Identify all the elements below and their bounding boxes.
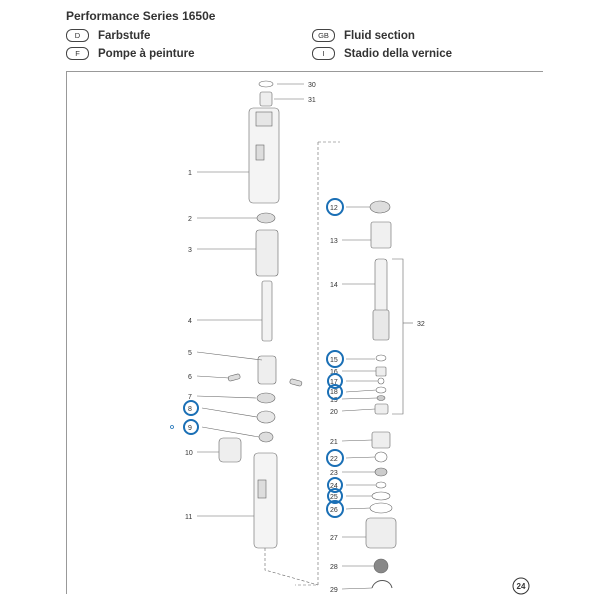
part-3-sleeve (255, 229, 279, 277)
part-label-14: 14 (330, 282, 338, 289)
part-label-19: 19 (330, 397, 338, 404)
part-9-washer (258, 431, 274, 443)
part-label-28: 28 (330, 564, 338, 571)
part-31-sleeve (259, 91, 273, 107)
part-10-elbow (218, 437, 242, 463)
language-badge-de: D (66, 29, 89, 42)
highlight-circle-8 (183, 400, 199, 416)
highlight-circle-17 (327, 373, 343, 389)
language-entry-fr: F Pompe à peinture (66, 47, 195, 60)
part-label-7: 7 (188, 394, 192, 401)
part-20-nut (374, 403, 389, 415)
part-label-2: 2 (188, 216, 192, 223)
part-label-11: 11 (185, 514, 192, 521)
part-16-cage (375, 366, 387, 377)
part-23-seat (374, 467, 388, 477)
part-30-ring (258, 80, 274, 88)
part-27-valve-housing (365, 517, 397, 549)
page-number: 24 (517, 582, 526, 591)
language-badge-gb: GB (312, 29, 335, 42)
language-name-fr: Pompe à peinture (98, 47, 195, 60)
part-11-cylinder (253, 452, 278, 549)
page-number-badge (512, 577, 530, 595)
part-15-oring (375, 354, 387, 362)
language-name-gb: Fluid section (344, 29, 415, 42)
part-18-oring (375, 386, 387, 394)
part-22-ball (374, 451, 388, 463)
highlight-circle-9 (183, 419, 199, 435)
part-4-rod (261, 280, 273, 342)
part-label-30: 30 (308, 82, 316, 89)
language-name-it: Stadio della vernice (344, 47, 453, 60)
part-6-pin-left (227, 373, 241, 382)
document-title: Performance Series 1650e (66, 9, 216, 23)
part-label-23: 23 (330, 470, 338, 477)
language-badge-it: I (312, 47, 335, 60)
highlight-circle-18 (327, 384, 343, 400)
part-label-1: 1 (188, 170, 192, 177)
part-26-oring (369, 502, 393, 514)
part-label-15: 15 (330, 357, 338, 364)
highlight-circle-24 (327, 477, 343, 493)
part-label-8: 8 (188, 406, 192, 413)
part-label-16: 16 (330, 369, 338, 376)
part-label-3: 3 (188, 247, 192, 254)
part-label-5: 5 (188, 350, 192, 357)
highlight-circle-22 (326, 449, 344, 467)
part-6-pin-right (289, 378, 303, 387)
part-label-27: 27 (330, 535, 338, 542)
part-label-26: 26 (330, 507, 338, 514)
highlight-circle-25 (327, 488, 343, 504)
part-label-25: 25 (330, 494, 338, 501)
part-label-21: 21 (330, 439, 338, 446)
assembly-label-32: 32 (417, 321, 425, 328)
part-24-oring (375, 481, 387, 489)
part-19-washer (376, 395, 386, 401)
diagram-frame (66, 71, 543, 594)
part-label-4: 4 (188, 318, 192, 325)
part-28-filter (373, 558, 389, 574)
part-7-seal (256, 392, 276, 404)
part-label-29: 29 (330, 587, 338, 594)
highlight-circle-15 (326, 350, 344, 368)
part-label-12: 12 (330, 205, 338, 212)
part-label-9: 9 (188, 425, 192, 432)
part-13-sleeve (370, 221, 392, 249)
part-25-oring (371, 491, 391, 501)
language-name-de: Farbstufe (98, 29, 151, 42)
part-21-housing (371, 431, 391, 449)
part-2-seal (256, 212, 276, 224)
dashed-assembly-line (295, 142, 319, 586)
highlight-circle-26 (326, 500, 344, 518)
part-17-ball (377, 377, 385, 385)
language-entry-it: I Stadio della vernice (312, 47, 452, 60)
part-label-20: 20 (330, 409, 338, 416)
part-29-clip (371, 580, 393, 589)
language-entry-gb: GB Fluid section (312, 29, 415, 42)
part-label-22: 22 (330, 456, 338, 463)
highlight-circle-12 (326, 198, 344, 216)
part-8-packing (256, 410, 276, 424)
part-5-coupler (257, 355, 277, 385)
language-badge-fr: F (66, 47, 89, 60)
part-label-31: 31 (308, 97, 316, 104)
part-label-6: 6 (188, 374, 192, 381)
part-label-24: 24 (330, 483, 338, 490)
part-12-seal (369, 200, 391, 214)
part-label-10: 10 (185, 450, 193, 457)
assembly-bracket (392, 258, 404, 415)
part-label-18: 18 (330, 389, 338, 396)
part-label-17: 17 (330, 379, 338, 386)
language-entry-de: D Farbstufe (66, 29, 150, 42)
part-label-13: 13 (330, 238, 338, 245)
